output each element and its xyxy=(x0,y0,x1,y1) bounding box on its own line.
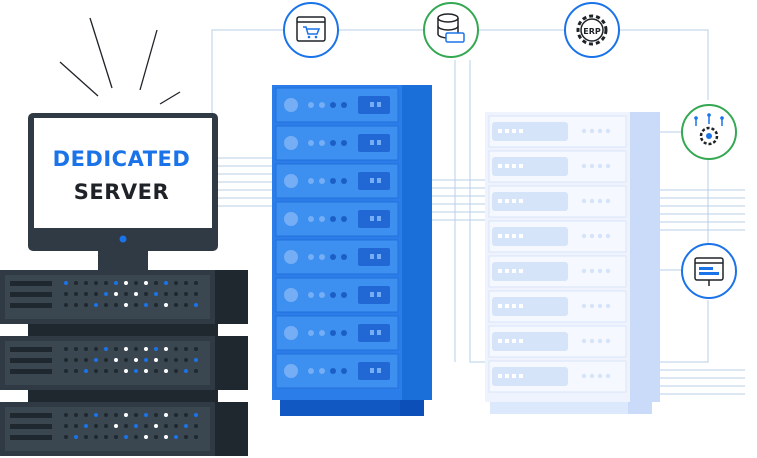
light-rack-unit xyxy=(488,220,627,253)
blue-rack-unit xyxy=(275,353,399,389)
light-rack-unit xyxy=(488,185,627,218)
light-rack-unit xyxy=(488,325,627,358)
chip-settings-icon xyxy=(681,104,737,160)
monitor xyxy=(28,113,218,271)
gear-icon: ERP xyxy=(564,2,620,58)
light-server-rack xyxy=(485,112,660,414)
blue-rack-unit xyxy=(275,201,399,237)
webpage-icon xyxy=(681,243,737,299)
blue-rack-unit xyxy=(275,277,399,313)
light-rack-unit xyxy=(488,115,627,148)
light-rack-unit xyxy=(488,255,627,288)
dark-server-unit xyxy=(0,270,248,324)
dark-server-stack xyxy=(0,270,248,456)
dark-server-unit xyxy=(0,336,248,390)
blue-server-rack xyxy=(272,85,432,416)
light-rack-unit xyxy=(488,360,627,393)
blue-rack-unit xyxy=(275,125,399,161)
blue-rack-unit xyxy=(275,87,399,123)
shopping-cart-browser-icon xyxy=(283,2,339,58)
erp-label: ERP xyxy=(583,27,601,36)
blue-rack-unit xyxy=(275,163,399,199)
database-icon xyxy=(423,2,479,58)
monitor-title-line1: DEDICATED xyxy=(52,147,191,171)
light-rack-unit xyxy=(488,150,627,183)
blue-rack-unit xyxy=(275,315,399,351)
blue-rack-unit xyxy=(275,239,399,275)
monitor-title-line2: SERVER xyxy=(73,180,170,204)
light-rack-unit xyxy=(488,290,627,323)
burst-lines xyxy=(59,17,181,105)
dark-server-unit xyxy=(0,402,248,456)
